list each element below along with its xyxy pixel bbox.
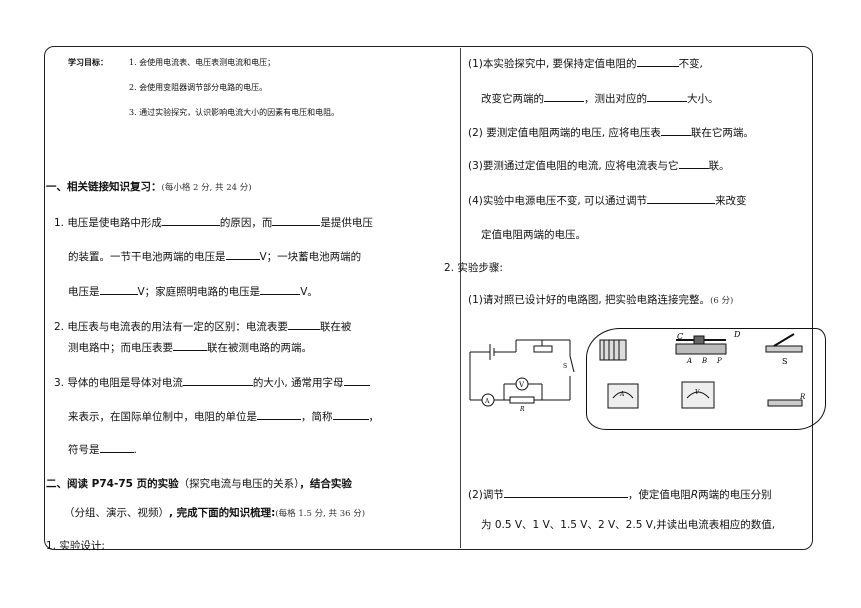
blank[interactable]	[647, 192, 716, 204]
label-switch-S: S	[782, 357, 787, 366]
blank[interactable]	[260, 283, 301, 295]
blank[interactable]	[257, 408, 301, 420]
section2-line2: （分组、演示、视频）, 完成下面的知识梳理:(每格 1.5 分, 共 36 分)	[64, 507, 366, 519]
r-line4: (3)要测通过定值电阻的电流, 应将电流表与它联。	[468, 157, 730, 173]
blank[interactable]	[647, 90, 687, 102]
step1-text: (1)请对照已设计好的电路图, 把实验电路连接完整。(6 分)	[468, 294, 734, 306]
goal-item-2: 2. 会使用变阻器调节部分电路的电压。	[129, 83, 268, 92]
column-divider	[460, 48, 461, 548]
blank[interactable]	[332, 408, 369, 420]
label-V: V	[518, 381, 525, 389]
section1-score: (每小格 2 分, 共 24 分)	[161, 183, 252, 193]
r-line2: 改变它两端的，测出对应的大小。	[481, 90, 719, 106]
blank[interactable]	[173, 339, 207, 351]
label-ammeter-A: A	[619, 391, 625, 398]
section2-score: (每格 1.5 分, 共 36 分)	[275, 509, 366, 519]
blank[interactable]	[544, 90, 584, 102]
label-D: D	[733, 330, 741, 339]
r-line1: (1)本实验探究中, 要保持定值电阻的不变,	[468, 55, 703, 71]
apparatus-outline	[586, 328, 826, 430]
blank[interactable]	[99, 283, 138, 295]
blank[interactable]	[343, 374, 370, 386]
label-R: R	[519, 406, 525, 413]
goal-item-3: 3. 通过实验探究，认识影响电流大小的因素有电压和电阻。	[129, 108, 340, 117]
q2-line2: 测电路中；而电压表要联在被测电路的两端。	[68, 339, 312, 355]
blank[interactable]	[503, 486, 628, 498]
circuit-diagram: S V A R	[469, 339, 575, 413]
section2-heading: 二、阅读 P74-75 页的实验（探究电流与电压的关系），结合实验	[46, 478, 352, 490]
q3-line1: 3. 导体的电阻是导体对电流的大小, 通常用字母	[54, 374, 370, 390]
step2-line2: 为 0.5 V、1 V、1.5 V、2 V、2.5 V,并读出电流表相应的数值,	[481, 519, 776, 531]
q1-line1: 1. 电压是使电路中形成的原因，而是提供电压	[54, 214, 373, 230]
blank[interactable]	[182, 374, 253, 386]
q3-line3: 符号是.	[68, 441, 137, 457]
blank[interactable]	[272, 214, 321, 226]
blank[interactable]	[287, 318, 320, 330]
goals-label: 学习目标：	[68, 57, 108, 67]
q2-line1: 2. 电压表与电流表的用法有一定的区别：电流表要联在被	[54, 318, 351, 334]
label-resistor-R: R	[799, 393, 806, 401]
blank[interactable]	[225, 248, 260, 260]
r-line5: (4)实验中电源电压不变, 可以通过调节来改变	[468, 192, 747, 208]
r-line6: 定值电阻两端的电压。	[481, 229, 586, 241]
q3-line2: 来表示，在国际单位制中，电阻的单位是，简称，	[68, 408, 379, 424]
r-line3: (2) 要测定值电阻两端的电压, 应将电压表联在它两端。	[468, 124, 754, 140]
goal-item-1: 1. 会使用电流表、电压表测电流和电压；	[129, 58, 276, 67]
blank[interactable]	[660, 124, 691, 136]
blank[interactable]	[636, 55, 679, 67]
label-C: C	[677, 332, 683, 341]
label-P: P	[716, 357, 722, 365]
label-voltmeter-V: V	[695, 389, 700, 396]
label-A: A	[484, 398, 490, 405]
worksheet-frame	[44, 46, 813, 550]
steps-heading: 2. 实验步骤:	[444, 262, 503, 274]
label-S: S	[563, 363, 567, 370]
section1-heading: 一、相关链接知识复习：(每小格 2 分, 共 24 分)	[46, 181, 252, 193]
label-A-term: A	[686, 357, 692, 365]
blank[interactable]	[161, 214, 220, 226]
label-B: B	[701, 357, 707, 365]
blank[interactable]	[99, 441, 134, 453]
step1-score: (6 分)	[710, 296, 734, 306]
apparatus-illustration: C D A B P S A V R	[599, 330, 806, 409]
blank[interactable]	[678, 157, 709, 169]
experiment-design-heading: 1. 实验设计:	[46, 540, 105, 552]
step2-line1: (2)调节，使定值电阻R两端的电压分别	[468, 486, 772, 502]
